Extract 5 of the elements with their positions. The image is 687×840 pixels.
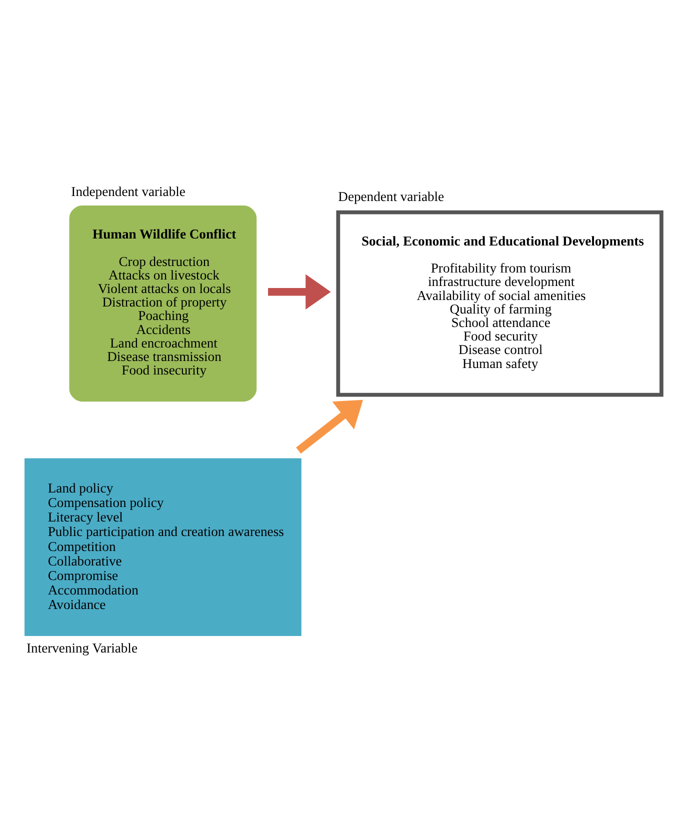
- node-label: Independent variable: [71, 183, 186, 198]
- node-label: Intervening Variable: [26, 640, 138, 656]
- node-label: Dependent variable: [338, 188, 444, 204]
- arrow: [268, 274, 331, 310]
- arrow: [296, 399, 363, 454]
